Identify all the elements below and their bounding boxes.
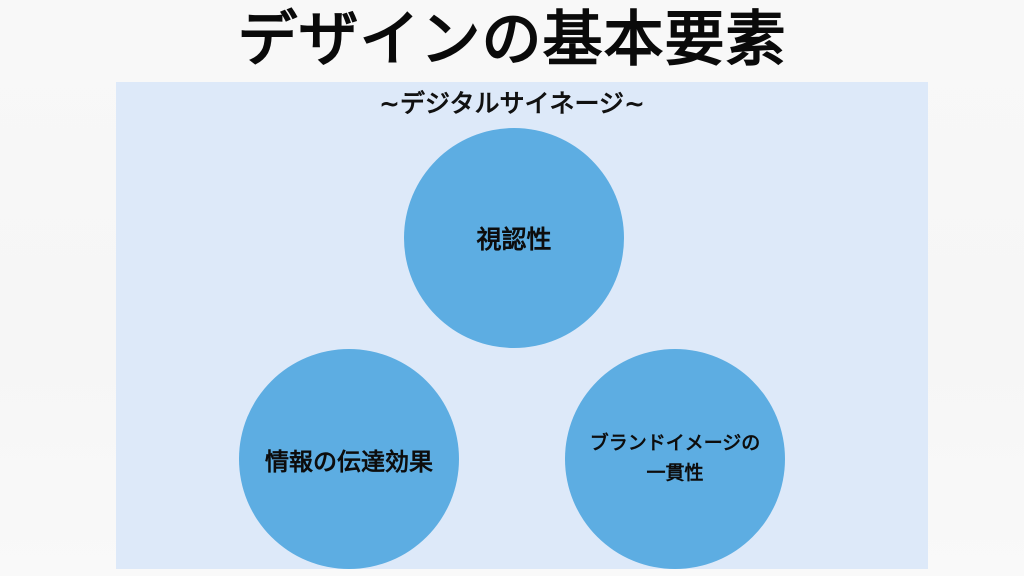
circle-information-delivery: 情報の伝達効果 <box>239 349 459 569</box>
circle-label-information-delivery: 情報の伝達効果 <box>265 447 433 476</box>
circle-visibility: 視認性 <box>404 128 624 348</box>
circle-label-brand-consistency: ブランドイメージの 一貫性 <box>590 428 761 488</box>
circle-brand-consistency: ブランドイメージの 一貫性 <box>565 349 785 569</box>
page-subtitle: ~デジタルサイネージ~ <box>379 89 645 118</box>
circle-label-brand-line2: 一貫性 <box>646 462 704 484</box>
circle-label-brand-line1: ブランドイメージの <box>589 432 761 454</box>
circle-label-visibility: 視認性 <box>476 225 552 254</box>
page-title: デザインの基本要素 <box>237 5 787 75</box>
